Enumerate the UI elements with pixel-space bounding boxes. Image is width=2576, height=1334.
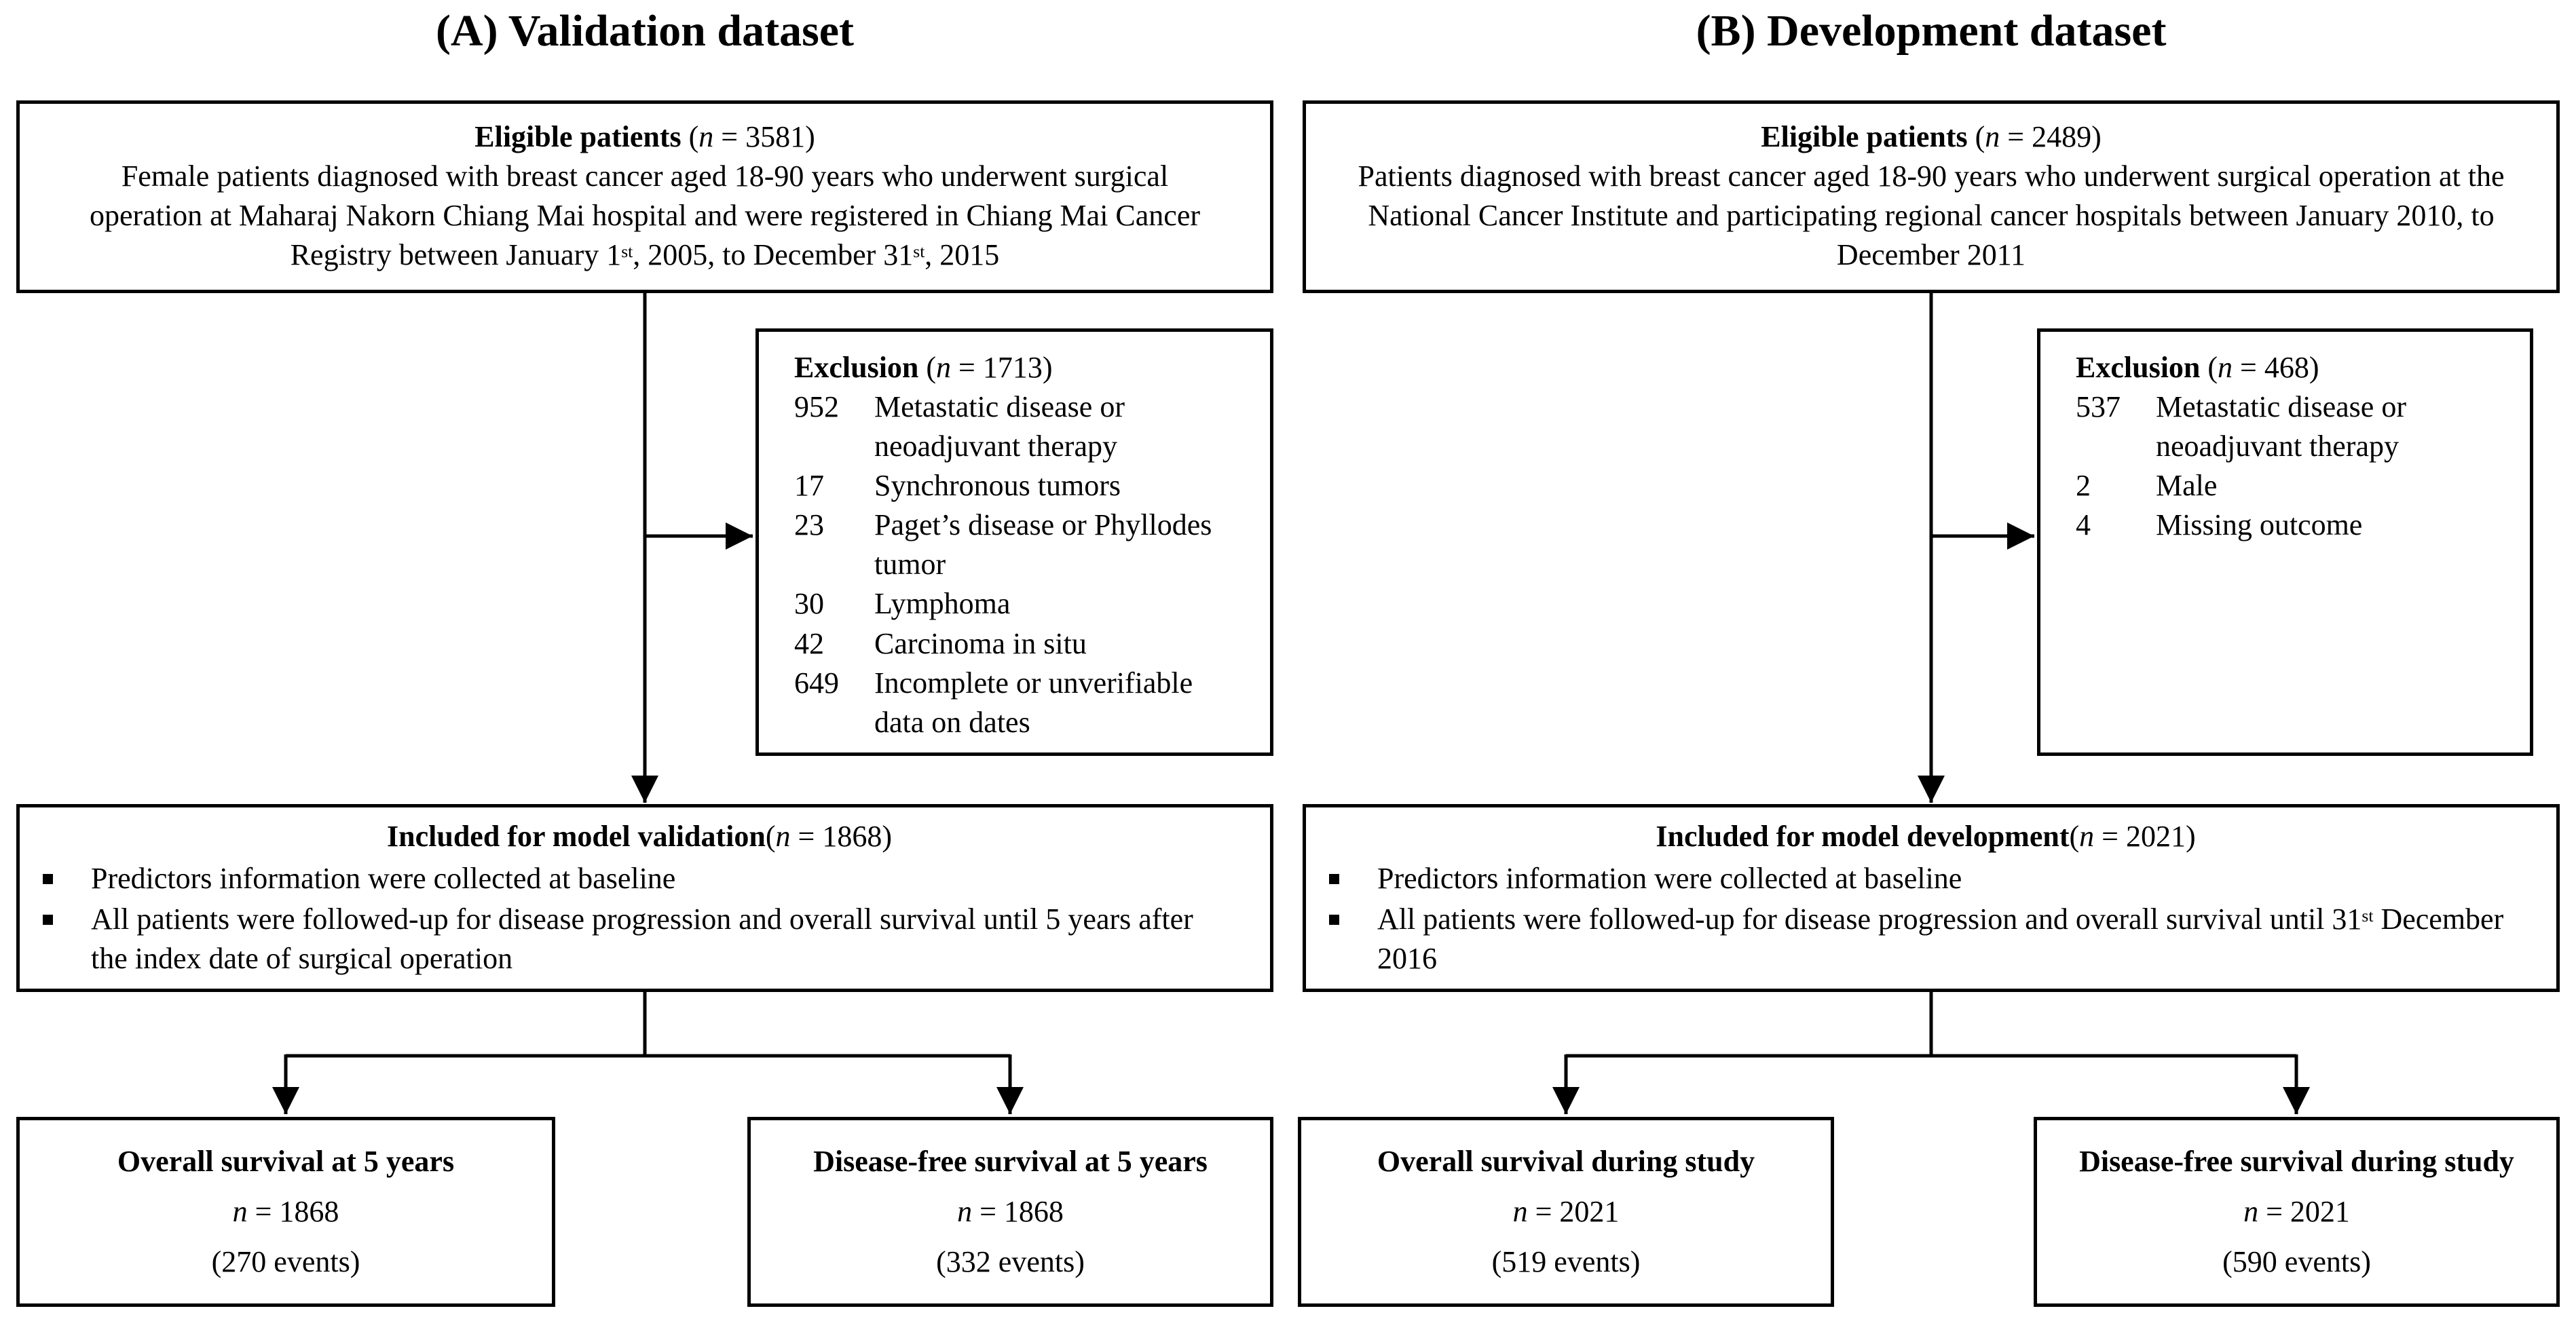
outcome-b2-events: (590 events) [2222,1245,2371,1279]
exclusion-b-heading: Exclusion (n = 468) [2076,351,2319,384]
included-b-bullet: Predictors information were collected at… [1329,859,2522,898]
eligible-box-b: Eligible patients (n = 2489) Patients di… [1303,100,2560,293]
outcome-a1-events: (270 events) [211,1245,360,1279]
eligible-a-heading: Eligible patients (n = 3581) [474,120,815,153]
outcome-a1-title: Overall survival at 5 years [117,1144,455,1178]
eligible-box-a: Eligible patients (n = 3581) Female pati… [16,100,1273,293]
exclusion-a-heading: Exclusion (n = 1713) [794,351,1053,384]
included-b-bullet: All patients were followed-up for diseas… [1329,900,2522,978]
outcome-box-a1: Overall survival at 5 years n = 1868 (27… [16,1117,555,1307]
bullet-square-icon [1329,874,1339,885]
outcome-b1-events: (519 events) [1491,1245,1641,1279]
outcome-box-b1: Overall survival during study n = 2021 (… [1298,1117,1834,1307]
included-box-b: Included for model development(n = 2021)… [1303,804,2560,992]
bullet-square-icon [1329,915,1339,926]
outcome-box-a2: Disease-free survival at 5 years n = 186… [747,1117,1273,1307]
outcome-a2-n: n = 1868 [957,1194,1064,1228]
panel-a-title: (A) Validation dataset [435,6,855,56]
included-a-bullet: All patients were followed-up for diseas… [43,900,1236,978]
eligible-b-body: Patients diagnosed with breast cancer ag… [1358,159,2505,272]
outcome-a2-title: Disease-free survival at 5 years [813,1144,1208,1178]
outcome-a2-events: (332 events) [936,1245,1085,1279]
outcome-a1-n: n = 1868 [232,1194,339,1228]
bullet-square-icon [43,874,53,885]
outcome-b2-title: Disease-free survival during study [2079,1144,2514,1178]
outcome-b1-n: n = 2021 [1512,1194,1620,1228]
eligible-b-heading: Eligible patients (n = 2489) [1761,120,2102,153]
included-a-bullet: Predictors information were collected at… [43,859,1236,898]
included-b-heading: Included for model development(n = 2021) [1656,820,2196,853]
outcome-box-b2: Disease-free survival during study n = 2… [2034,1117,2560,1307]
included-box-a: Included for model validation(n = 1868) … [16,804,1273,992]
outcome-b2-n: n = 2021 [2243,1194,2350,1228]
included-a-heading: Included for model validation(n = 1868) [387,820,892,853]
outcome-b1-title: Overall survival during study [1377,1144,1755,1178]
eligible-a-body: Female patients diagnosed with breast ca… [89,159,1201,272]
bullet-square-icon [43,915,53,926]
panel-b-title: (B) Development dataset [1696,6,2167,56]
